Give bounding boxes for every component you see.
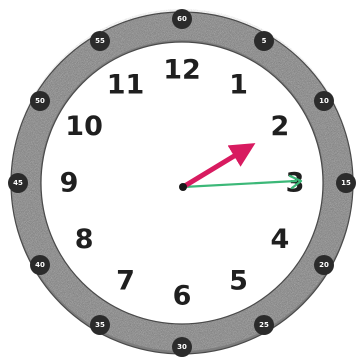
hour-numeral-3: 3 bbox=[286, 168, 305, 199]
minute-marker-label: 25 bbox=[259, 321, 269, 329]
hour-hand bbox=[183, 147, 249, 187]
hour-numeral-8: 8 bbox=[75, 224, 94, 255]
minute-marker-label: 10 bbox=[319, 97, 329, 105]
center-pivot bbox=[179, 183, 187, 191]
minute-marker-60: 60 bbox=[172, 9, 192, 29]
minute-marker-label: 15 bbox=[341, 179, 351, 187]
hour-numeral-2: 2 bbox=[271, 111, 290, 142]
minute-marker-25: 25 bbox=[254, 315, 274, 335]
hour-numeral-4: 4 bbox=[271, 224, 290, 255]
minute-marker-50: 50 bbox=[30, 91, 50, 111]
minute-marker-label: 60 bbox=[177, 15, 187, 23]
hour-numeral-5: 5 bbox=[229, 265, 248, 296]
minute-marker-label: 30 bbox=[177, 343, 187, 351]
hour-numeral-7: 7 bbox=[116, 265, 135, 296]
minute-marker-55: 55 bbox=[90, 31, 110, 51]
hour-numeral-1: 1 bbox=[229, 70, 248, 101]
minute-marker-45: 45 bbox=[8, 173, 28, 193]
minute-marker-label: 45 bbox=[13, 179, 23, 187]
hour-numeral-12: 12 bbox=[163, 55, 201, 86]
minute-marker-label: 35 bbox=[95, 321, 105, 329]
minute-marker-5: 5 bbox=[254, 31, 274, 51]
hour-numeral-6: 6 bbox=[173, 281, 192, 312]
minute-marker-10: 10 bbox=[314, 91, 334, 111]
hour-numeral-11: 11 bbox=[107, 70, 145, 101]
hour-numeral-10: 10 bbox=[65, 111, 103, 142]
minute-marker-15: 15 bbox=[336, 173, 356, 193]
minute-marker-label: 40 bbox=[35, 261, 45, 269]
minute-marker-35: 35 bbox=[90, 315, 110, 335]
hour-numeral-9: 9 bbox=[60, 168, 79, 199]
minute-marker-label: 50 bbox=[35, 97, 45, 105]
minute-marker-30: 30 bbox=[172, 337, 192, 357]
minute-marker-label: 5 bbox=[262, 37, 267, 45]
clock-hands bbox=[179, 147, 301, 191]
minute-marker-40: 40 bbox=[30, 255, 50, 275]
minute-marker-20: 20 bbox=[314, 255, 334, 275]
minute-marker-label: 20 bbox=[319, 261, 329, 269]
minute-marker-label: 55 bbox=[95, 37, 105, 45]
